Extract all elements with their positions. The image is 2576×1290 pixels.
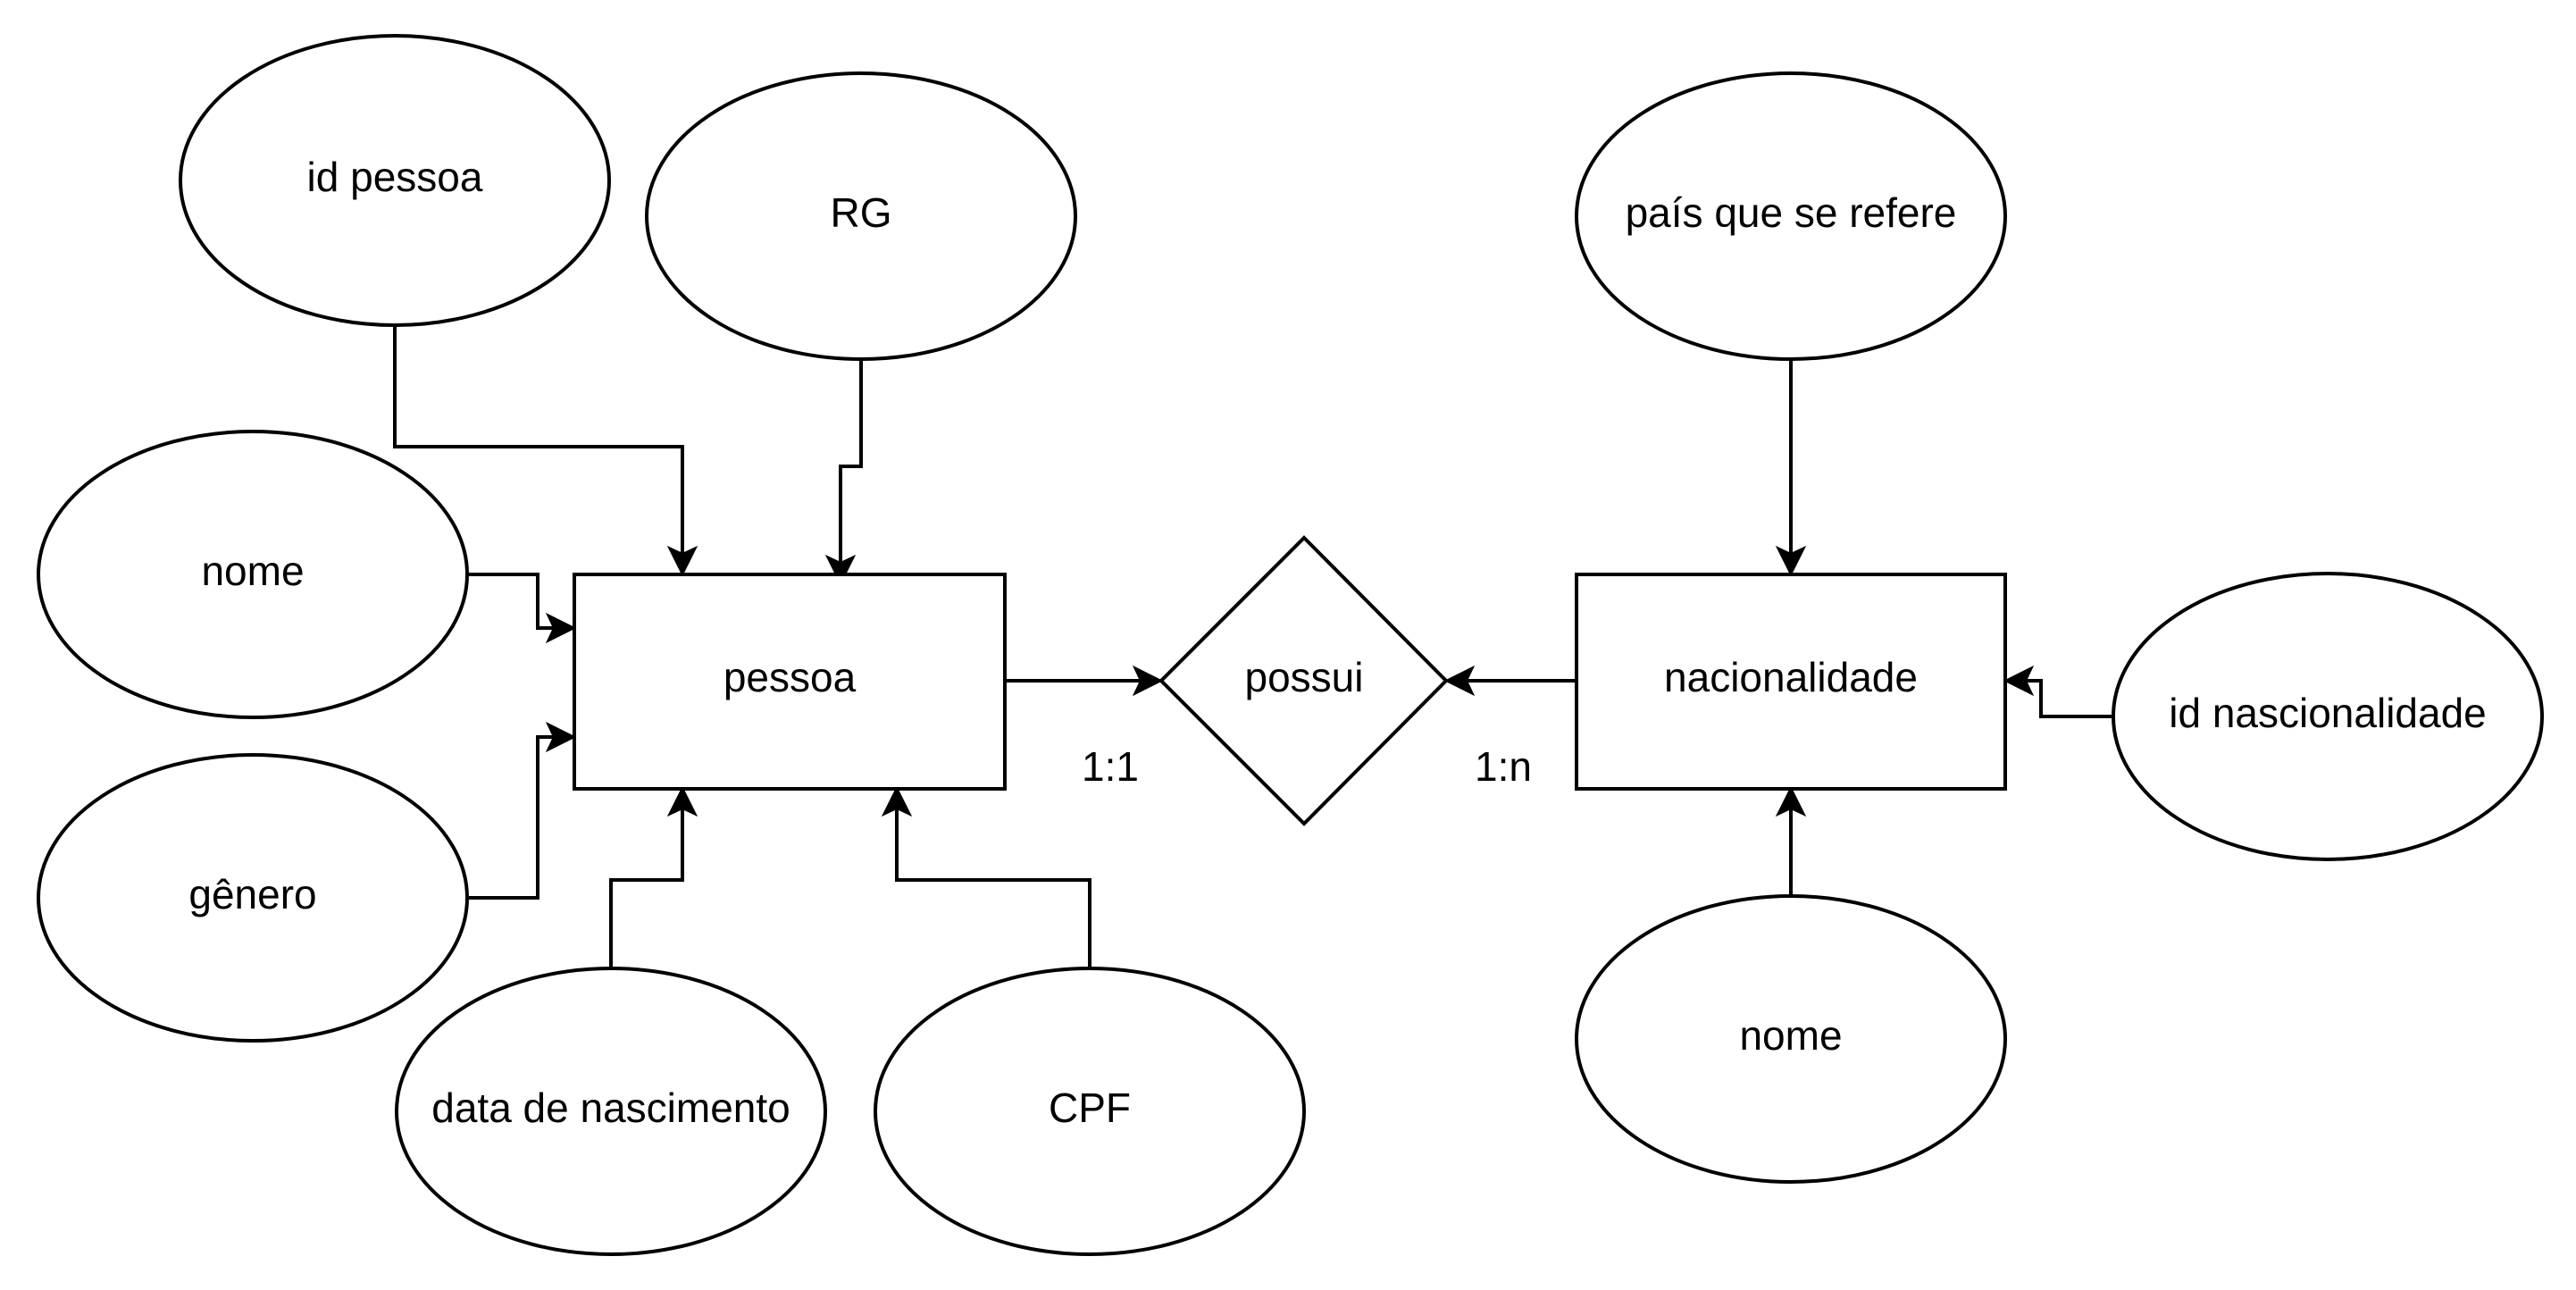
arrowhead-icon (1443, 665, 1476, 697)
arrowhead-icon (824, 554, 857, 586)
attribute-label: nome (201, 548, 304, 594)
edge-nome-to-pessoa (469, 573, 554, 630)
edge-id-pessoa-to-pessoa (393, 326, 684, 554)
attribute-label: nome (1739, 1012, 1842, 1059)
entity-label: pessoa (723, 654, 857, 700)
connectors (393, 326, 2113, 969)
attribute-genero[interactable]: gênero (37, 753, 469, 1043)
attribute-label: RG (831, 189, 892, 236)
arrowhead-icon (881, 785, 913, 817)
arrowhead-icon (545, 612, 577, 644)
attribute-label: CPF (1049, 1085, 1131, 1131)
arrowhead-icon (545, 721, 577, 753)
attribute-label: id nascionalidade (2169, 690, 2487, 736)
relationship-possui[interactable]: possui (1158, 535, 1449, 826)
arrowhead-icon (1132, 665, 1164, 697)
entity-label: nacionalidade (1664, 654, 1918, 700)
attribute-label: gênero (188, 871, 316, 917)
entity-pessoa[interactable]: pessoa (573, 573, 1007, 791)
edge-cpf-to-pessoa (895, 808, 1091, 969)
arrowhead-icon (666, 785, 698, 817)
attribute-nome-nacionalidade[interactable]: nome (1575, 894, 2007, 1184)
edge-rg-to-pessoa (839, 359, 863, 563)
attribute-label: país que se refere (1626, 189, 1957, 236)
arrowhead-icon (1775, 545, 1807, 577)
attribute-cpf[interactable]: CPF (874, 967, 1306, 1256)
arrowhead-icon (2003, 665, 2035, 697)
entity-nacionalidade[interactable]: nacionalidade (1575, 573, 2007, 791)
arrowhead-icon (1775, 785, 1807, 817)
attribute-rg[interactable]: RG (645, 71, 1077, 361)
attribute-nome-pessoa[interactable]: nome (37, 430, 469, 719)
relationship-label: possui (1245, 654, 1364, 700)
cardinality-pessoa: 1:1 (1082, 743, 1139, 790)
edge-data-nascimento-to-pessoa (609, 808, 684, 969)
attribute-pais[interactable]: país que se refere (1575, 71, 2007, 361)
attribute-id-nacionalidade[interactable]: id nascionalidade (2112, 572, 2544, 861)
attribute-data-nascimento[interactable]: data de nascimento (395, 967, 827, 1256)
attribute-label: data de nascimento (431, 1085, 790, 1131)
arrowhead-icon (666, 545, 698, 577)
edge-genero-to-pessoa (469, 735, 554, 900)
attribute-id-pessoa[interactable]: id pessoa (179, 34, 611, 327)
attribute-label: id pessoa (307, 154, 483, 200)
cardinality-nacionalidade: 1:n (1475, 743, 1532, 790)
edge-id-nacionalidade-to-nacionalidade (2026, 679, 2113, 718)
